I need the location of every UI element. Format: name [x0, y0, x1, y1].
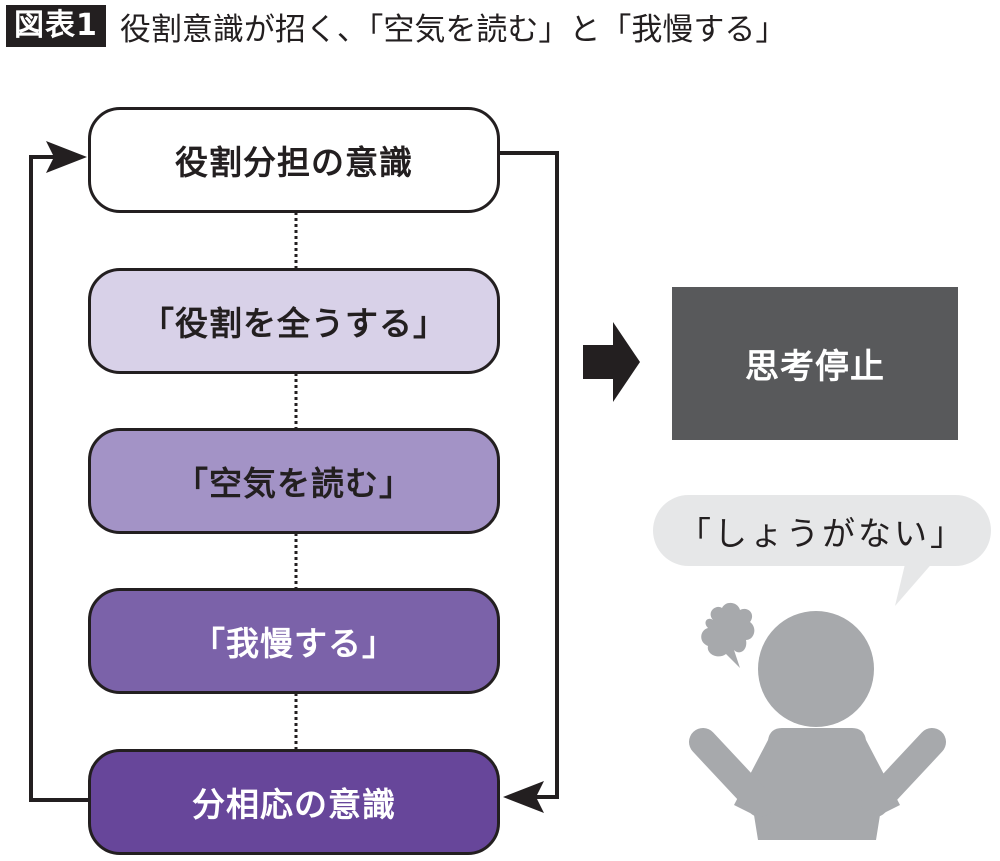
loop-line-right	[499, 151, 559, 799]
box-label: 「空気を読む」	[175, 464, 413, 503]
box-endure: 「我慢する」	[88, 588, 500, 694]
box-label: 分相応の意識	[192, 785, 396, 824]
figure-label: 図表1	[6, 5, 106, 47]
box-label: 「我慢する」	[192, 624, 396, 663]
box-label: 役割分担の意識	[175, 143, 413, 182]
speech-bubble: 「しょうがない」	[653, 495, 991, 566]
block-arrow-right-icon	[583, 322, 640, 402]
box-fulfill-role: 「役割を全うする」	[88, 268, 500, 374]
scribble-cloud-icon	[701, 602, 755, 668]
result-label: 思考停止	[745, 347, 885, 387]
figure-title: 役割意識が招く、「空気を読む」と「我慢する」	[119, 11, 787, 48]
shrugging-person-icon	[689, 611, 946, 840]
arrowhead-left-icon	[503, 781, 544, 813]
bubble-tail	[895, 560, 935, 606]
title-row: 図表1 役割意識が招く、「空気を読む」と「我慢する」	[6, 4, 786, 48]
box-role-division: 役割分担の意識	[88, 107, 500, 213]
speech-text: 「しょうがない」	[678, 513, 966, 553]
arrowhead-right-icon	[46, 141, 87, 173]
loop-line-left	[29, 155, 90, 802]
box-label: 「役割を全うする」	[141, 304, 447, 343]
box-know-place: 分相応の意識	[88, 749, 500, 855]
box-read-air: 「空気を読む」	[88, 428, 500, 534]
result-box: 思考停止	[672, 287, 958, 440]
